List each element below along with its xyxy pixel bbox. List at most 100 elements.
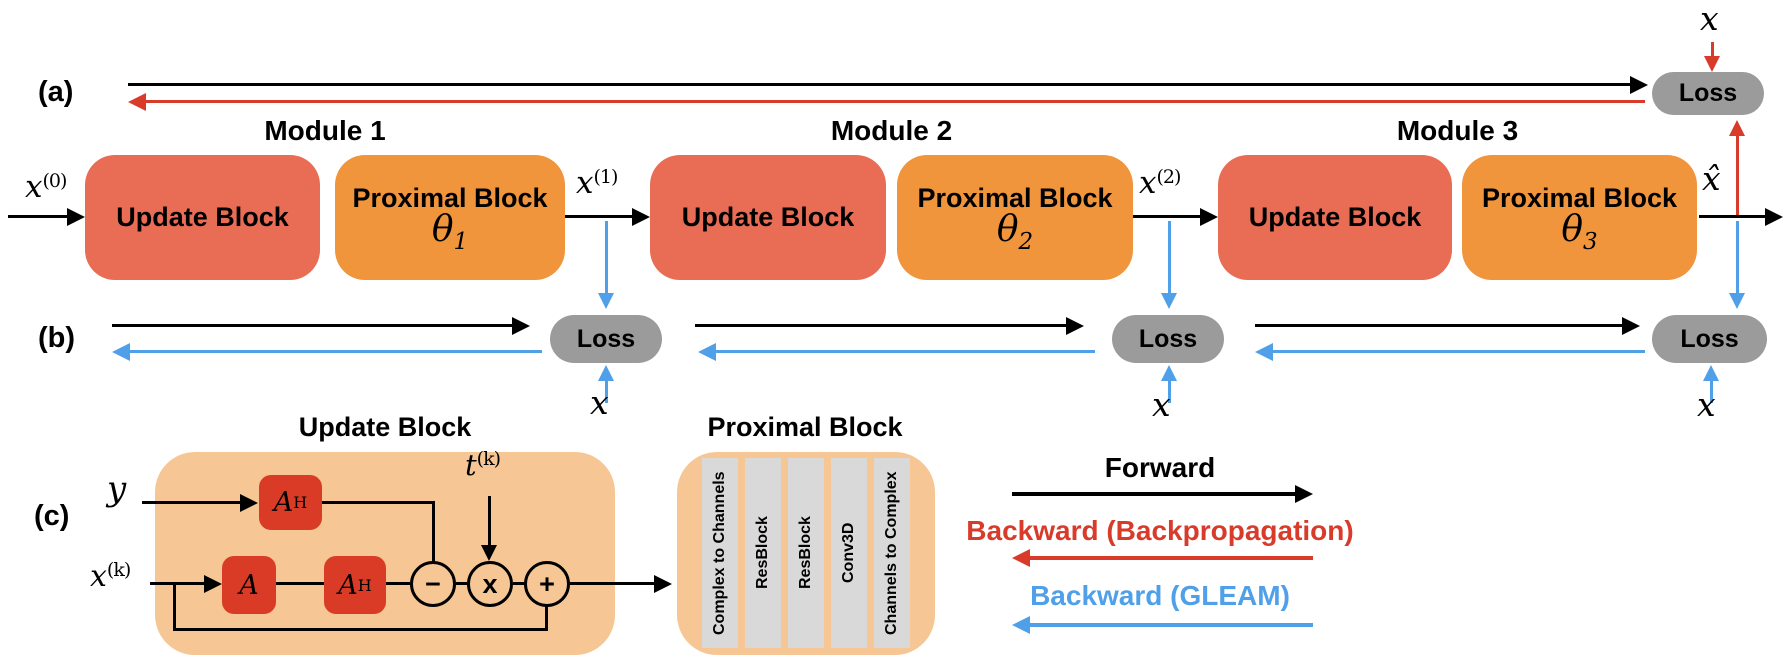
y-input-label: y	[107, 469, 127, 509]
x-to-loss-arrowhead-b3	[1703, 365, 1719, 381]
legend-forward-arrowhead	[1295, 485, 1313, 503]
gleam-arrowhead-b2	[698, 343, 716, 361]
legend-gleam-arrowhead	[1012, 616, 1030, 634]
theta-1: θ1	[431, 208, 469, 255]
x-to-loss-line-b2	[1168, 381, 1171, 403]
gleam-line-b1	[130, 350, 542, 353]
xk-arrowhead	[204, 575, 222, 593]
ground-truth-x-b3: x	[1697, 385, 1716, 424]
forward-line-b2	[695, 324, 1066, 327]
tk-arrowhead	[481, 545, 497, 561]
gleam-arrowhead-b1	[112, 343, 130, 361]
x2-to-loss-arrowhead-blue	[1161, 293, 1177, 309]
x2-arrowhead	[1200, 208, 1218, 226]
signal-x2-label: x(2)	[1139, 165, 1181, 201]
signal-xhat-label: x̂	[1702, 159, 1721, 198]
a-operator: A	[222, 556, 276, 614]
y-arrow-line	[142, 501, 240, 504]
times-operator: x	[467, 561, 513, 607]
output-to-loss-line-red	[1736, 136, 1739, 216]
forward-line-b3	[1255, 324, 1622, 327]
proximal-block-detail-title: Proximal Block	[707, 412, 903, 442]
update-block-1: Update Block	[85, 155, 320, 280]
xk-arrow-line	[150, 582, 204, 585]
panel-b-label: (b)	[38, 322, 76, 354]
x1-arrowhead	[632, 208, 650, 226]
minus-operator: −	[410, 561, 456, 607]
module-2-title: Module 2	[830, 115, 953, 146]
output-arrowhead	[1765, 208, 1783, 226]
xk-input-label: x(k)	[90, 559, 131, 594]
backprop-arrowhead-a	[128, 93, 146, 111]
update-block-detail-container	[155, 452, 615, 655]
module-3-title: Module 3	[1396, 115, 1519, 146]
update-to-proximal-line	[570, 582, 654, 585]
x-to-loss-arrowhead-top	[1704, 56, 1720, 72]
x-to-loss-arrowhead-b1	[598, 365, 614, 381]
x1-to-loss-line-blue	[605, 221, 608, 293]
ground-truth-x-b2: x	[1152, 385, 1171, 424]
proximal-block-1: Proximal Block θ1	[335, 155, 565, 280]
legend-gleam-label: Backward (GLEAM)	[1030, 580, 1290, 611]
times-to-plus-line	[513, 582, 524, 585]
bypass-up-line	[545, 605, 548, 631]
loss-pill-b2: Loss	[1112, 315, 1224, 363]
legend-forward-line	[1012, 492, 1295, 496]
forward-pass-arrowhead-a	[1630, 76, 1648, 94]
legend-forward-label: Forward	[1104, 452, 1216, 483]
forward-arrowhead-b2	[1066, 317, 1084, 335]
layer-channels-to-complex: Channels to Complex	[874, 458, 910, 648]
legend-backprop-arrowhead	[1012, 549, 1030, 567]
x-to-loss-arrowhead-b2	[1161, 365, 1177, 381]
gleam-line-b3	[1273, 350, 1645, 353]
input-arrow-line	[8, 215, 67, 218]
gleam-line-b2	[716, 350, 1095, 353]
panel-c-label: (c)	[34, 500, 70, 532]
signal-x1-label: x(1)	[576, 165, 618, 201]
legend-backprop-line	[1030, 556, 1313, 560]
output-arrow-line	[1699, 215, 1765, 218]
bypass-down-line	[173, 584, 176, 631]
theta-2: θ2	[996, 208, 1034, 255]
forward-arrowhead-b1	[512, 317, 530, 335]
x2-arrow-line	[1133, 215, 1200, 218]
plus-operator: +	[524, 561, 570, 607]
ah-to-minus-line	[386, 582, 410, 585]
forward-line-b1	[112, 324, 512, 327]
layer-conv3d: Conv3D	[831, 458, 867, 648]
ah-top-down-line	[432, 501, 435, 564]
output-to-loss-arrowhead-red	[1729, 120, 1745, 136]
x1-arrow-line	[565, 215, 632, 218]
tk-arrow-line	[488, 496, 491, 545]
proximal-block-2: Proximal Block θ2	[897, 155, 1133, 280]
forward-pass-line-a	[128, 83, 1630, 86]
module-1-title: Module 1	[264, 115, 386, 146]
forward-arrowhead-b3	[1622, 317, 1640, 335]
update-block-2: Update Block	[650, 155, 886, 280]
bypass-bottom-line	[173, 628, 548, 631]
x1-to-loss-arrowhead-blue	[598, 293, 614, 309]
update-block-detail-title: Update Block	[298, 412, 472, 442]
input-arrowhead	[67, 208, 85, 226]
minus-to-times-line	[456, 582, 467, 585]
output-to-lossb-line-blue	[1736, 221, 1739, 293]
gleam-arrowhead-b3	[1255, 343, 1273, 361]
signal-x0-label: x(0)	[25, 169, 67, 205]
ground-truth-x-b1: x	[590, 383, 609, 422]
layer-resblock-2: ResBlock	[788, 458, 824, 648]
loss-pill-top: Loss	[1652, 72, 1764, 115]
theta-3: θ3	[1561, 208, 1598, 255]
a-to-ah-line	[276, 582, 324, 585]
update-block-3: Update Block	[1218, 155, 1452, 280]
x2-to-loss-line-blue	[1168, 221, 1171, 293]
y-arrowhead	[240, 494, 258, 512]
loss-pill-b1: Loss	[550, 315, 662, 363]
legend-backprop-label: Backward (Backpropagation)	[966, 515, 1354, 546]
output-to-lossb-arrowhead-blue	[1729, 293, 1745, 309]
legend-gleam-line	[1030, 623, 1313, 627]
layer-complex-to-channels: Complex to Channels	[702, 458, 738, 648]
x-to-loss-line-b3	[1710, 381, 1713, 403]
